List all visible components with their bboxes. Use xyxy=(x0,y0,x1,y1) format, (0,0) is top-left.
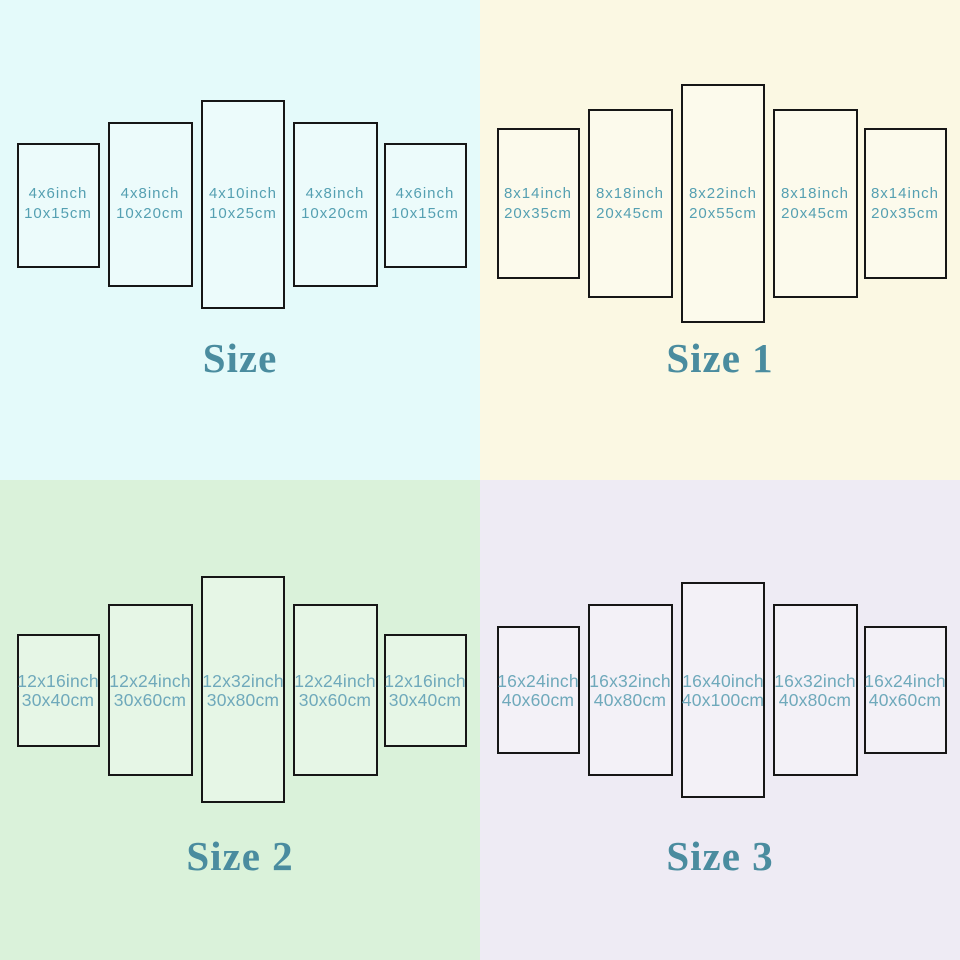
canvas-panel-1 xyxy=(497,626,580,754)
panel-size-label: 16x24inch 40x60cm xyxy=(843,672,960,709)
panel-inch-size: 16x40inch xyxy=(682,671,764,691)
panel-cm-size: 30x60cm xyxy=(113,689,187,710)
panel-cm-size: 10x20cm xyxy=(301,204,369,222)
canvas-panel-5 xyxy=(864,128,947,279)
panel-inch-size: 8x18inch xyxy=(595,185,665,202)
panel-cm-size: 40x60cm xyxy=(501,689,575,710)
canvas-panel-1 xyxy=(17,143,100,268)
quadrant-title: Size 3 xyxy=(666,833,774,879)
quadrant-title: Size 1 xyxy=(666,335,774,381)
panel-inch-size: 8x18inch xyxy=(780,185,850,202)
canvas-panel-2 xyxy=(108,122,193,287)
panel-inch-size: 16x24inch xyxy=(497,671,579,691)
canvas-panel-5 xyxy=(384,143,467,268)
quadrant-title: Size 2 xyxy=(186,833,294,879)
panel-cm-size: 30x80cm xyxy=(206,689,280,710)
canvas-panel-5 xyxy=(864,626,947,754)
canvas-panel-1 xyxy=(497,128,580,279)
panel-size-label: 12x32inch 30x80cm xyxy=(181,672,305,709)
canvas-panel-1 xyxy=(17,634,100,747)
panel-inch-size: 12x24inch xyxy=(109,671,191,691)
panel-cm-size: 20x35cm xyxy=(871,204,939,222)
panel-inch-size: 8x14inch xyxy=(870,185,940,202)
canvas-panel-3 xyxy=(201,100,285,309)
panel-cm-size: 10x15cm xyxy=(391,204,459,222)
panel-size-label: 12x24inch 30x60cm xyxy=(273,672,397,709)
panel-size-label: 8x18inch 20x45cm xyxy=(753,184,877,223)
canvas-panel-4 xyxy=(293,604,378,776)
panel-size-label: 12x16inch 30x40cm xyxy=(0,672,120,709)
panel-size-label: 4x8inch 10x20cm xyxy=(88,184,212,223)
panel-cm-size: 20x45cm xyxy=(781,204,849,222)
panel-inch-size: 4x6inch xyxy=(28,185,88,202)
panel-inch-size: 16x24inch xyxy=(864,671,946,691)
canvas-panel-3 xyxy=(201,576,285,803)
panel-cm-size: 10x20cm xyxy=(116,204,184,222)
panel-size-label: 8x18inch 20x45cm xyxy=(568,184,692,223)
panel-size-label: 16x40inch 40x100cm xyxy=(661,672,785,709)
panel-cm-size: 20x55cm xyxy=(689,204,757,222)
panel-size-label: 8x22inch 20x55cm xyxy=(661,184,785,223)
canvas-panel-5 xyxy=(384,634,467,747)
quadrant-size-1: 8x14inch 20x35cm 8x18inch 20x45cm 8x22in… xyxy=(480,0,960,480)
panel-cm-size: 40x80cm xyxy=(593,689,667,710)
panel-size-label: 4x6inch 10x15cm xyxy=(363,184,480,223)
panel-size-label: 16x32inch 40x80cm xyxy=(568,672,692,709)
panel-inch-size: 4x6inch xyxy=(395,185,455,202)
canvas-panel-3 xyxy=(681,84,765,323)
panel-inch-size: 4x8inch xyxy=(120,185,180,202)
canvas-panel-4 xyxy=(773,604,858,776)
panel-size-label: 8x14inch 20x35cm xyxy=(843,184,960,223)
panel-cm-size: 40x80cm xyxy=(778,689,852,710)
panel-size-label: 12x24inch 30x60cm xyxy=(88,672,212,709)
quadrant-size-2: 12x16inch 30x40cm 12x24inch 30x60cm 12x3… xyxy=(0,480,480,960)
quadrant-title: Size xyxy=(202,335,278,381)
panel-inch-size: 12x16inch xyxy=(17,671,99,691)
canvas-panel-2 xyxy=(588,604,673,776)
panel-inch-size: 12x32inch xyxy=(202,671,284,691)
panel-cm-size: 20x35cm xyxy=(504,204,572,222)
canvas-panel-2 xyxy=(108,604,193,776)
panel-size-label: 4x6inch 10x15cm xyxy=(0,184,120,223)
panel-cm-size: 20x45cm xyxy=(596,204,664,222)
panel-size-label: 16x32inch 40x80cm xyxy=(753,672,877,709)
canvas-panel-4 xyxy=(293,122,378,287)
panel-inch-size: 4x10inch xyxy=(208,185,278,202)
panel-size-label: 8x14inch 20x35cm xyxy=(480,184,600,223)
panel-inch-size: 8x14inch xyxy=(503,185,573,202)
panel-inch-size: 12x24inch xyxy=(294,671,376,691)
panel-inch-size: 12x16inch xyxy=(384,671,466,691)
panel-inch-size: 16x32inch xyxy=(589,671,671,691)
panel-size-label: 4x10inch 10x25cm xyxy=(181,184,305,223)
panel-size-label: 4x8inch 10x20cm xyxy=(273,184,397,223)
panel-inch-size: 4x8inch xyxy=(305,185,365,202)
panel-inch-size: 8x22inch xyxy=(688,185,758,202)
panel-cm-size: 10x15cm xyxy=(24,204,92,222)
canvas-panel-2 xyxy=(588,109,673,298)
panel-cm-size: 10x25cm xyxy=(209,204,277,222)
panel-cm-size: 40x60cm xyxy=(868,689,942,710)
canvas-panel-3 xyxy=(681,582,765,798)
panel-cm-size: 30x40cm xyxy=(388,689,462,710)
panel-cm-size: 30x40cm xyxy=(21,689,95,710)
panel-size-label: 16x24inch 40x60cm xyxy=(480,672,600,709)
panel-cm-size: 40x100cm xyxy=(681,689,765,710)
panel-cm-size: 30x60cm xyxy=(298,689,372,710)
panel-inch-size: 16x32inch xyxy=(774,671,856,691)
panel-size-label: 12x16inch 30x40cm xyxy=(363,672,480,709)
quadrant-size: 4x6inch 10x15cm 4x8inch 10x20cm 4x10inch… xyxy=(0,0,480,480)
canvas-panel-4 xyxy=(773,109,858,298)
quadrant-size-3: 16x24inch 40x60cm 16x32inch 40x80cm 16x4… xyxy=(480,480,960,960)
